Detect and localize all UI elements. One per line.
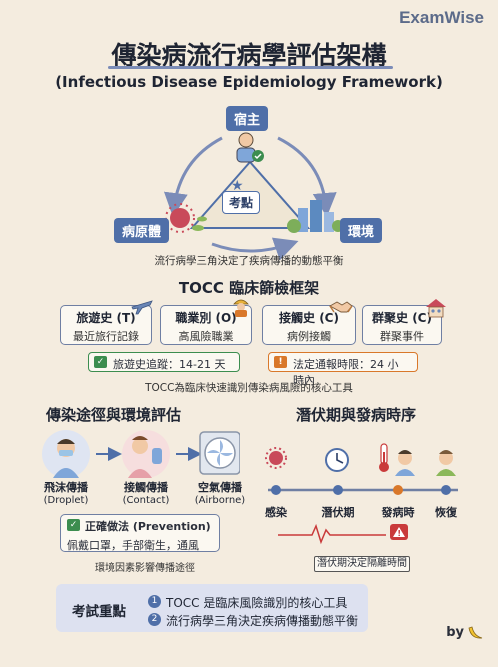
exam-point-badge: 考點 <box>222 191 261 214</box>
timeline-dot-incubation <box>333 485 343 495</box>
number-badge: 1 <box>148 595 161 608</box>
page-subtitle: (Infectious Disease Epidemiology Framewo… <box>55 73 443 91</box>
house-icon <box>426 299 446 318</box>
contact-label: 接觸傳播 (Contact) <box>106 481 186 507</box>
key-points-panel <box>56 584 368 632</box>
recovered-person-icon <box>436 450 456 476</box>
tocc-card-label: 旅遊史 (T) <box>76 311 136 325</box>
incubation-title: 潛伏期與發病時序 <box>296 406 417 424</box>
tocc-card-desc: 最近旅行記錄 <box>73 330 139 343</box>
arrow-host-environment <box>277 136 337 217</box>
number-badge: 2 <box>148 613 161 626</box>
environment-label: 環境 <box>340 218 383 243</box>
tocc-card-label: 群聚史 (C) <box>372 311 432 325</box>
timeline-dot-recovery <box>441 485 451 495</box>
host-label: 宿主 <box>226 106 269 131</box>
arrow-pathogen-environment <box>211 237 299 260</box>
transmission-illustrations <box>42 430 240 478</box>
key-point-text: TOCC 是臨床風險識別的核心工具 <box>166 596 348 610</box>
tocc-card-desc: 高風險職業 <box>178 330 234 343</box>
travel-tracking-chip: ✓ 旅遊史追蹤：14-21 天 <box>88 352 240 372</box>
page-title: 傳染病流行病學評估架構 <box>111 41 387 70</box>
check-icon: ✓ <box>94 356 107 368</box>
key-points-title: 考試重點 <box>72 604 126 620</box>
airborne-zh: 空氣傳播 <box>198 481 242 494</box>
triangle-caption: 流行病學三角決定了疾病傳播的動態平衡 <box>154 255 344 267</box>
tocc-card-label: 職業別 (O) <box>175 311 237 325</box>
key-point-1: 1 TOCC 是臨床風險識別的核心工具 <box>148 594 347 611</box>
star-icon: ★ <box>231 178 244 194</box>
report-deadline-text: 法定通報時限：24 小時內 <box>293 358 399 387</box>
incubation-timeline: ! <box>265 443 458 545</box>
stage-recovery: 恢復 <box>435 506 457 519</box>
worker-icon <box>233 299 249 317</box>
thermometer-icon <box>379 443 389 472</box>
prevention-box: ✓ 正確做法 (Prevention) 佩戴口罩，手部衛生，通風 <box>60 514 220 552</box>
prevention-title-text: 正確做法 (Prevention) <box>85 520 211 533</box>
warning-icon: ! <box>274 356 287 368</box>
prevention-title: ✓ 正確做法 (Prevention) <box>67 518 213 534</box>
environment-caption: 環境因素影響傳播途徑 <box>95 563 195 574</box>
airborne-en: (Airborne) <box>194 495 246 506</box>
title-underline <box>108 66 393 69</box>
tocc-caption: TOCC為臨床快速識別傳染病風險的核心工具 <box>145 382 353 394</box>
tocc-card-contact: 接觸史 (C) 病例接觸 <box>262 305 356 345</box>
glove-hand-icon <box>122 430 170 478</box>
check-icon: ✓ <box>67 519 80 531</box>
droplet-en: (Droplet) <box>43 495 89 506</box>
key-point-2: 2 流行病學三角決定疾病傳播動態平衡 <box>148 612 358 629</box>
masked-person-icon <box>42 430 90 478</box>
handshake-icon <box>329 301 353 313</box>
stage-incubation: 潛伏期 <box>321 506 355 519</box>
airplane-icon <box>131 300 153 315</box>
tocc-card-desc: 群聚事件 <box>380 330 424 343</box>
svg-text:!: ! <box>397 529 401 538</box>
doctor-icon <box>236 132 264 163</box>
quarantine-caption: 潛伏期決定隔離時間 <box>314 556 410 572</box>
transmission-title: 傳染途徑與環境評估 <box>46 406 182 424</box>
travel-tracking-text: 旅遊史追蹤：14-21 天 <box>113 358 226 371</box>
timeline-dot-onset <box>393 485 403 495</box>
droplet-label: 飛沫傳播 (Droplet) <box>26 481 106 507</box>
droplet-zh: 飛沫傳播 <box>44 481 88 494</box>
report-deadline-chip: ! 法定通報時限：24 小時內 <box>268 352 418 387</box>
banana-icon <box>468 626 483 639</box>
stage-infection: 感染 <box>265 506 287 519</box>
sick-person-icon <box>395 450 415 476</box>
pulse-line <box>278 523 386 545</box>
by-label: by <box>446 625 464 640</box>
airborne-label: 空氣傳播 (Airborne) <box>180 481 260 507</box>
ventilation-fan-icon <box>199 431 240 475</box>
tocc-card-desc: 病例接觸 <box>287 330 331 343</box>
pathogen-label: 病原體 <box>114 218 170 243</box>
arrow-host-pathogen <box>163 136 223 217</box>
brand-logo: ExamWise <box>399 8 484 27</box>
stage-onset: 發病時 <box>381 506 415 519</box>
contact-zh: 接觸傳播 <box>124 481 168 494</box>
timeline-dot-infection <box>271 485 281 495</box>
virus-icon <box>265 447 287 469</box>
clock-icon <box>325 448 349 472</box>
tocc-title: TOCC 臨床篩檢框架 <box>178 279 320 297</box>
contact-en: (Contact) <box>122 495 170 506</box>
key-point-text: 流行病學三角決定疾病傳播動態平衡 <box>166 614 359 628</box>
virus-icon <box>165 203 207 233</box>
tocc-card-label: 接觸史 (C) <box>279 311 339 325</box>
prevention-body: 佩戴口罩，手部衛生，通風 <box>67 539 199 552</box>
